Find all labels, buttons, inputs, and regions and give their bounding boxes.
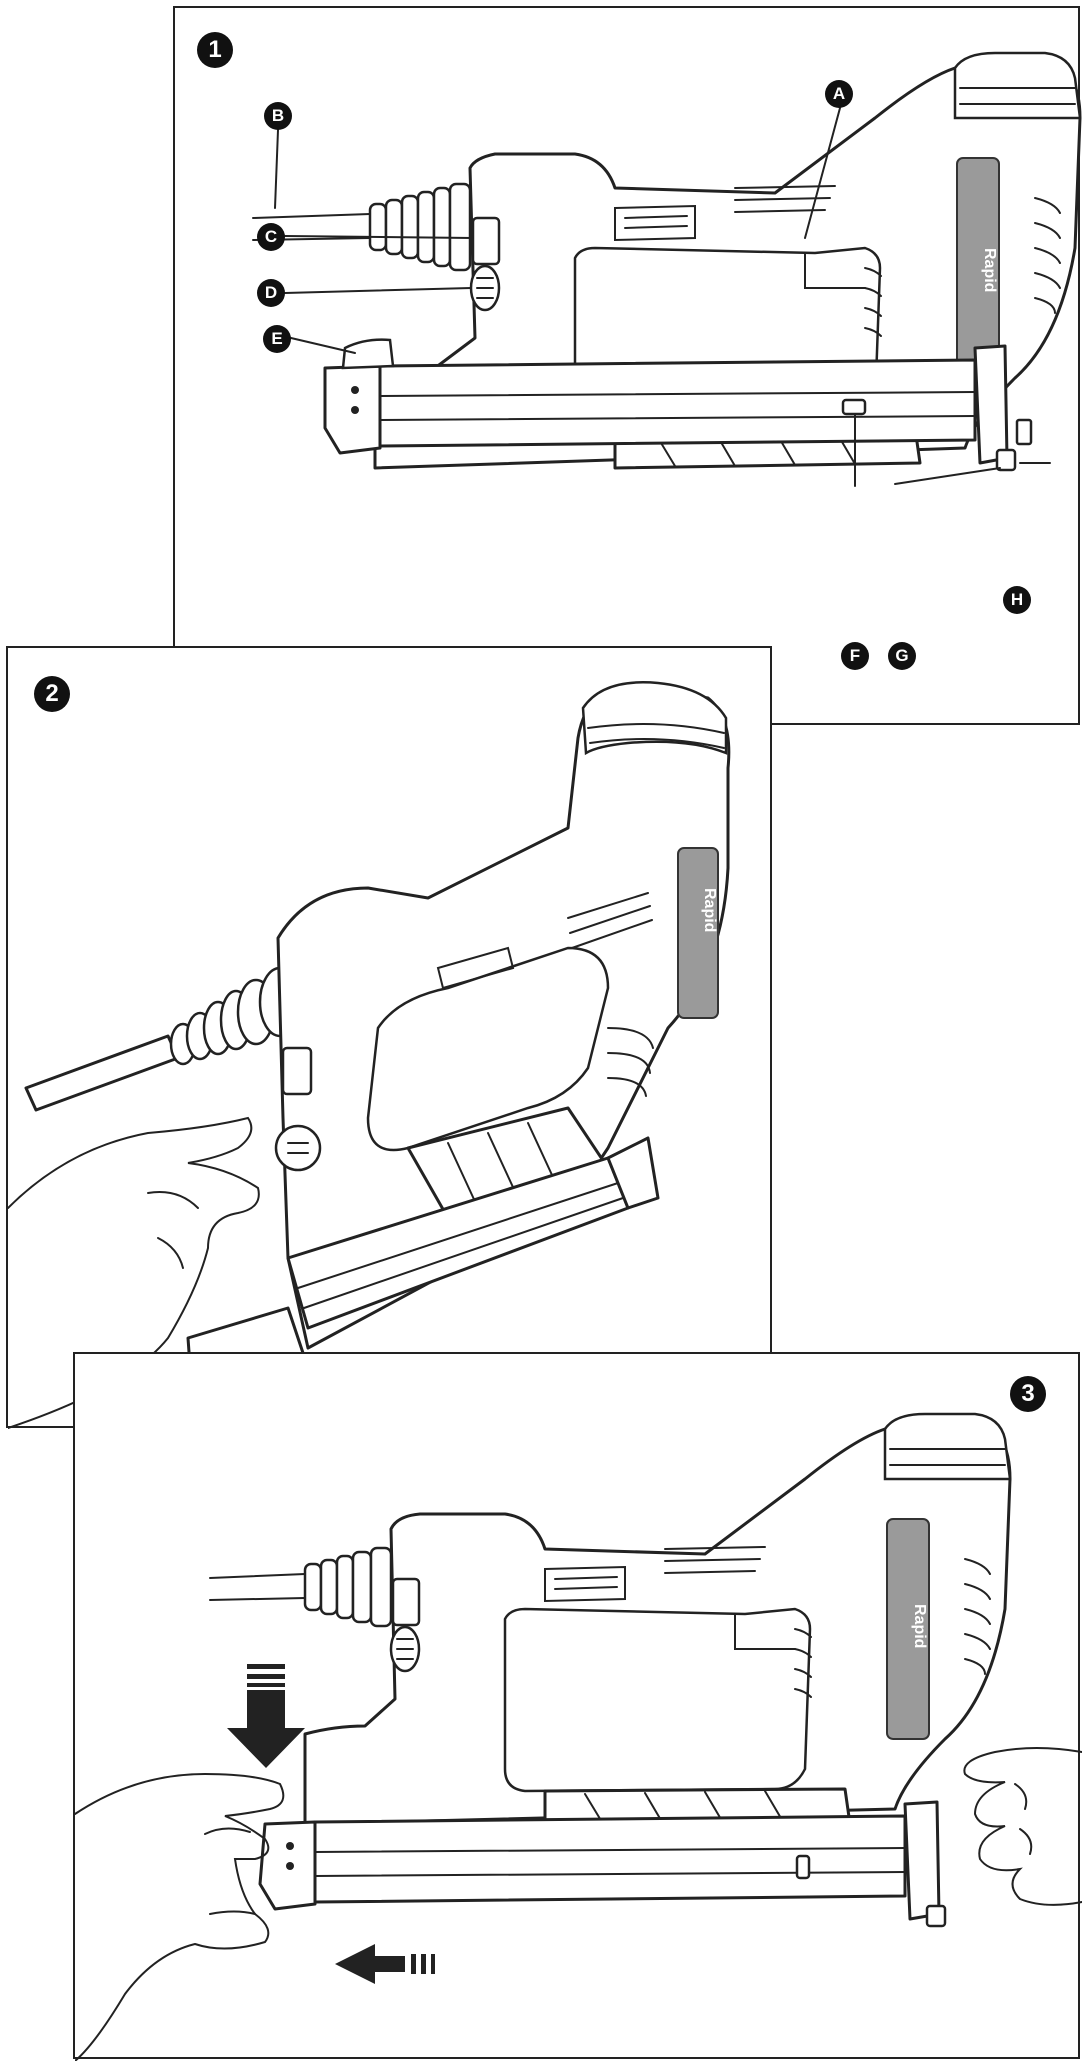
power-switch bbox=[281, 1046, 313, 1096]
arrow-down-icon bbox=[227, 1664, 305, 1768]
figure-panel-3: 3 bbox=[73, 1352, 1082, 2061]
brand-label-panel bbox=[956, 157, 1000, 379]
left-hand-drawing bbox=[75, 1772, 285, 2061]
callout-f: F bbox=[841, 642, 869, 670]
panel-number-badge: 3 bbox=[1010, 1376, 1046, 1412]
rear-latch bbox=[973, 344, 1009, 465]
cable-strain-relief bbox=[303, 1546, 393, 1628]
stapler-drawing-side bbox=[252, 51, 1082, 487]
magazine-channel bbox=[378, 358, 977, 448]
right-hand-drawing bbox=[963, 1747, 1082, 1906]
figure-panel-1: 1 bbox=[173, 6, 1082, 725]
panel-number-badge: 2 bbox=[34, 676, 70, 712]
callout-c: C bbox=[257, 223, 285, 251]
callout-e: E bbox=[263, 325, 291, 353]
stapler-drawing-angled bbox=[8, 681, 731, 1430]
panel-number-badge: 1 bbox=[197, 32, 233, 68]
rear-latch bbox=[606, 1136, 660, 1210]
stapler-drawing-operation bbox=[75, 1412, 1082, 2061]
figure-panel-2: 2 bbox=[6, 646, 772, 1430]
hand-drawing bbox=[8, 1116, 260, 1429]
rear-latch bbox=[903, 1800, 941, 1921]
callout-d: D bbox=[257, 279, 285, 307]
power-switch bbox=[391, 1577, 421, 1627]
callout-b: B bbox=[264, 102, 292, 130]
brand-label-panel bbox=[677, 847, 719, 1019]
brand-label-panel bbox=[886, 1518, 930, 1740]
magazine-channel bbox=[313, 1814, 907, 1904]
cable-strain-relief bbox=[368, 182, 472, 272]
level-window bbox=[841, 398, 867, 416]
callout-g: G bbox=[888, 642, 916, 670]
arrow-left-icon bbox=[335, 1944, 435, 1984]
power-dial bbox=[274, 1124, 322, 1172]
callout-a: A bbox=[825, 80, 853, 108]
power-switch bbox=[471, 216, 501, 266]
callout-h: H bbox=[1003, 586, 1031, 614]
